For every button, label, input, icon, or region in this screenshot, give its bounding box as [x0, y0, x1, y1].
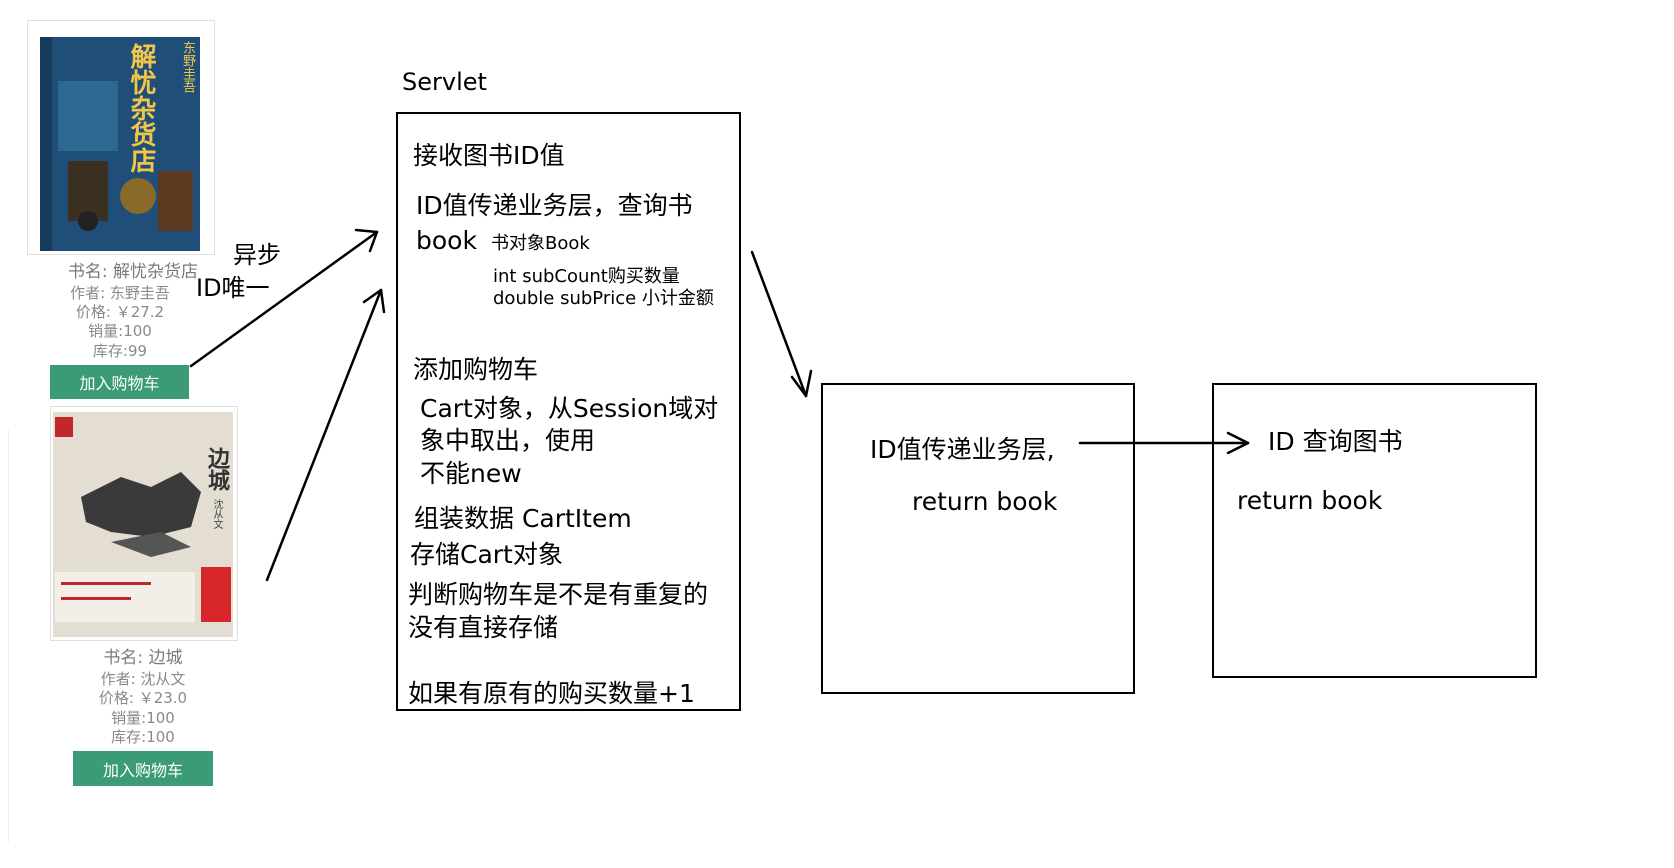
book-sales-2: 销量:100 [111, 709, 175, 727]
servlet-cart-obj-1: Cart对象，从Session域对 [420, 394, 719, 423]
book-author-2: 作者: 沈从文 [100, 670, 186, 688]
servlet-title: Servlet [402, 68, 487, 96]
add-to-cart-button-2[interactable]: 加入购物车 [73, 751, 213, 786]
servlet-add-cart: 添加购物车 [413, 355, 539, 384]
book-price-2: 价格: ￥23.0 [98, 689, 188, 707]
service-box [821, 383, 1135, 694]
servlet-if-exists: 如果有原有的购买数量+1 [408, 679, 695, 708]
book-stock-1: 库存:99 [92, 342, 148, 360]
arrowhead-servlet-service [790, 369, 813, 398]
left-edge-divider [0, 430, 9, 842]
book-price-1: 价格: ￥27.2 [75, 303, 165, 321]
book-name-2: 书名: 边城 [103, 648, 183, 668]
servlet-box [396, 112, 741, 711]
arrow-async-1 [189, 230, 379, 368]
service-pass-id: ID值传递业务层, [870, 435, 1055, 464]
servlet-sub-count: int subCount购买数量 [493, 266, 680, 287]
id-unique-label: ID唯一 [196, 274, 270, 302]
dao-return: return book [1237, 486, 1383, 515]
book-cover-1-art [40, 37, 200, 251]
servlet-book: book [416, 226, 477, 255]
cover-title-2: 边城 [204, 447, 230, 491]
servlet-sub-price: double subPrice 小计金额 [493, 288, 714, 309]
arrowhead-async-2 [362, 288, 386, 314]
book-author-1: 作者: 东野圭吾 [70, 284, 170, 302]
servlet-cart-obj-2: 象中取出，使用 [420, 426, 596, 455]
book-stock-2: 库存:100 [111, 728, 175, 746]
cover-title-1: 解忧杂货店 [126, 43, 156, 173]
book-name-1: 书名: 解忧杂货店 [67, 262, 199, 282]
servlet-judge: 判断购物车是不是有重复的 [408, 580, 709, 609]
book-cover-1[interactable]: 解忧杂货店 东野圭吾 [27, 20, 215, 255]
cover-author-1: 东野圭吾 [180, 41, 195, 93]
arrow-async-2 [265, 288, 383, 582]
service-return: return book [912, 487, 1058, 516]
cover-author-2: 沈从文 [211, 499, 222, 529]
servlet-cart-obj-3: 不能new [420, 459, 522, 488]
book-cover-2-art [53, 412, 233, 637]
servlet-no-store: 没有直接存储 [408, 613, 559, 642]
servlet-book-object: 书对象Book [491, 233, 590, 254]
add-to-cart-button-1[interactable]: 加入购物车 [50, 365, 189, 399]
servlet-store: 存储Cart对象 [410, 540, 563, 569]
book-sales-1: 销量:100 [88, 322, 152, 340]
dao-box [1212, 383, 1537, 678]
servlet-receive-id: 接收图书ID值 [413, 141, 565, 170]
arrow-servlet-service [750, 250, 808, 398]
async-label: 异步 [233, 241, 281, 269]
book-cover-2[interactable]: 边城 沈从文 [50, 406, 238, 641]
arrowhead-async-1 [354, 228, 379, 253]
dao-query: ID 查询图书 [1268, 427, 1403, 456]
servlet-pass-id: ID值传递业务层，查询书 [416, 191, 693, 220]
servlet-assemble: 组装数据 CartItem [414, 504, 632, 533]
arrowhead-service-dao [1226, 431, 1250, 455]
